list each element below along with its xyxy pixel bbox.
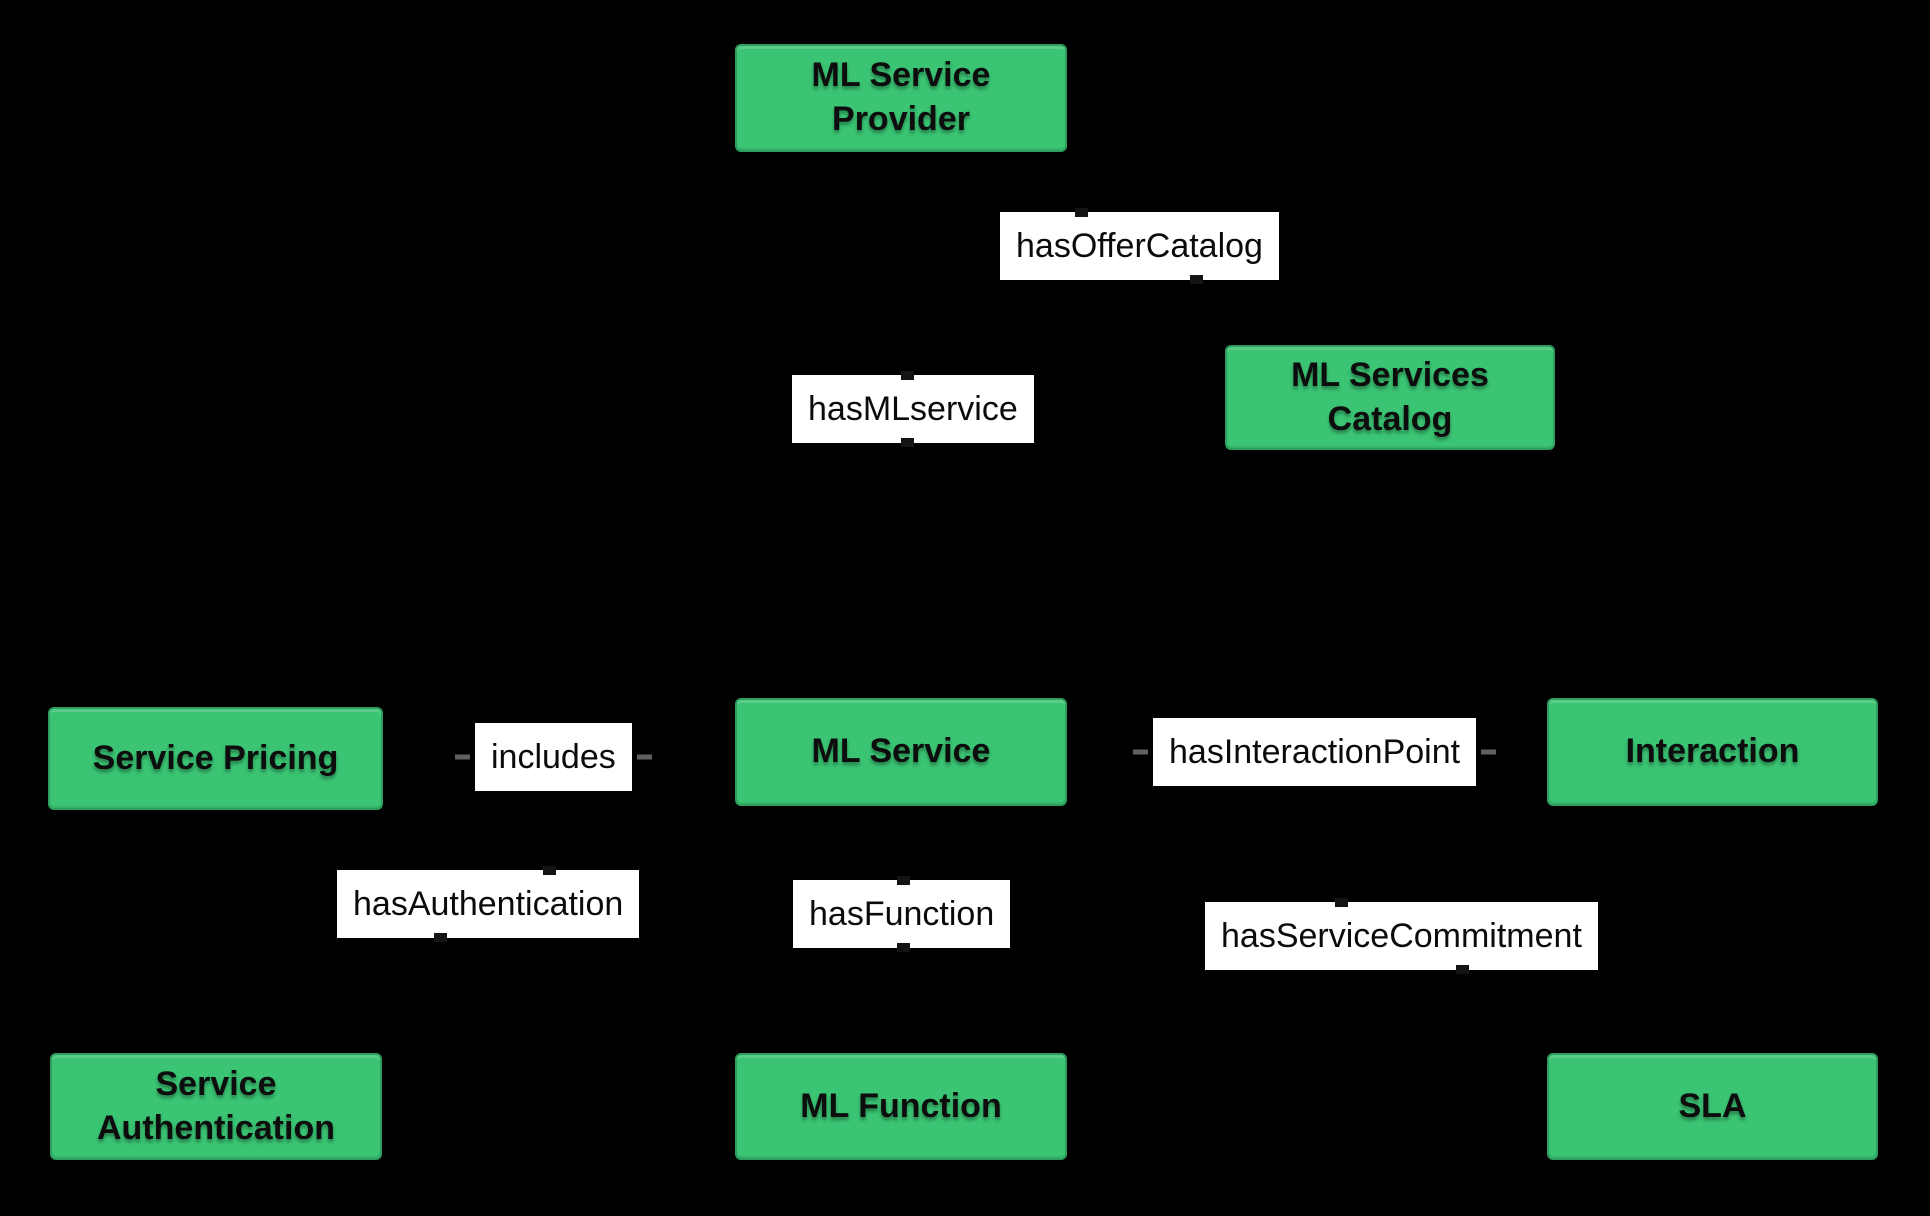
edge-label-hasFunction: hasFunction [793, 876, 1011, 952]
edge-label-hasOfferCatalog: hasOfferCatalog [1000, 208, 1279, 284]
node-ml-service-provider: ML Service Provider [735, 44, 1067, 152]
node-label: ML Service [811, 732, 991, 771]
node-ml-services-catalog: ML Services Catalog [1225, 345, 1555, 450]
edge-label-hasServiceCommitment: hasServiceCommitment [1205, 898, 1598, 974]
node-ml-service: ML Service [735, 698, 1067, 806]
edge-label-includes: includes [475, 723, 632, 791]
node-service-authentication: Service Authentication [50, 1053, 382, 1160]
node-interaction: Interaction [1547, 698, 1878, 806]
node-service-pricing: Service Pricing [48, 707, 383, 810]
node-sla: SLA [1547, 1053, 1878, 1160]
node-label: Service Authentication [97, 1064, 335, 1147]
node-ml-function: ML Function [735, 1053, 1067, 1160]
edge-label-hasInteractionPoint: hasInteractionPoint [1153, 718, 1477, 786]
edge-label-hasAuthentication: hasAuthentication [337, 866, 640, 942]
edge-label-hasMLservice: hasMLservice [792, 371, 1034, 447]
node-label: Interaction [1625, 732, 1800, 771]
node-label: ML Services Catalog [1291, 355, 1489, 438]
node-label: ML Service Provider [811, 56, 991, 138]
node-label: ML Function [800, 1086, 1002, 1125]
node-label: SLA [1678, 1086, 1747, 1125]
node-label: Service Pricing [92, 738, 339, 777]
